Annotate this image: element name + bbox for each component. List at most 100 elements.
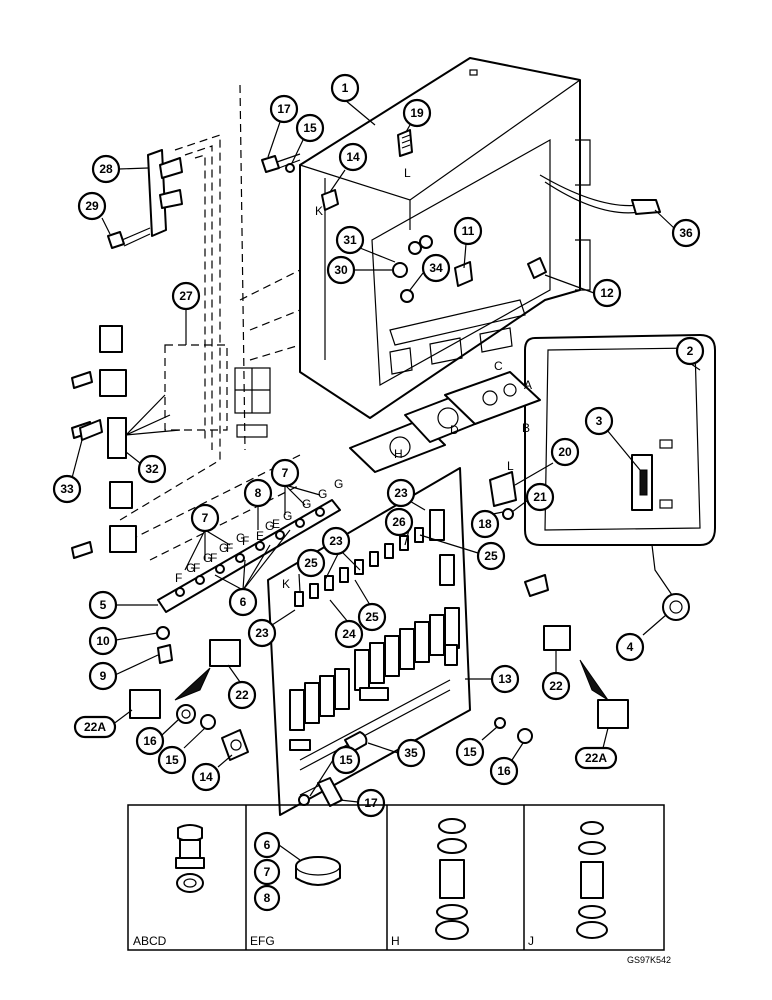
callout-17-bottom: 17 bbox=[339, 788, 386, 818]
svg-text:D: D bbox=[450, 423, 459, 437]
svg-text:K: K bbox=[315, 204, 323, 218]
callout-14-bottom: 14 bbox=[191, 754, 233, 792]
callout-18: 18 bbox=[470, 509, 504, 539]
screw-9 bbox=[156, 626, 173, 664]
svg-text:16: 16 bbox=[497, 764, 511, 778]
svg-text:1: 1 bbox=[342, 81, 349, 95]
callout-28: 28 bbox=[91, 154, 149, 184]
callout-11: 11 bbox=[453, 216, 483, 269]
callout-16-left: 16 bbox=[135, 719, 179, 756]
callout-27: 27 bbox=[171, 281, 201, 345]
svg-text:12: 12 bbox=[600, 286, 614, 300]
relay-base-27 bbox=[125, 344, 271, 438]
svg-text:11: 11 bbox=[462, 224, 475, 238]
callout-4: 4 bbox=[615, 614, 667, 662]
callout-7-left: 7 bbox=[184, 503, 231, 571]
callout-22-left: 22 bbox=[227, 664, 257, 710]
relay-22-left bbox=[209, 639, 241, 667]
svg-text:15: 15 bbox=[339, 753, 353, 767]
callout-8: 8 bbox=[243, 478, 273, 530]
svg-text:E: E bbox=[256, 529, 264, 543]
clip-near-door bbox=[524, 574, 549, 597]
svg-text:A: A bbox=[524, 378, 532, 392]
callout-30: 30 bbox=[326, 255, 392, 285]
svg-text:18: 18 bbox=[478, 517, 492, 531]
svg-text:G: G bbox=[186, 561, 195, 575]
bolt-33 bbox=[79, 419, 103, 441]
bottom-left-fasteners bbox=[176, 704, 249, 761]
callout-33: 33 bbox=[52, 439, 83, 504]
relay-22-right bbox=[543, 625, 571, 651]
callout-9: 9 bbox=[88, 654, 159, 691]
svg-text:22A: 22A bbox=[585, 751, 607, 765]
svg-text:23: 23 bbox=[255, 626, 269, 640]
svg-text:13: 13 bbox=[498, 672, 512, 686]
svg-text:14: 14 bbox=[199, 770, 213, 784]
svg-text:G: G bbox=[302, 497, 311, 511]
svg-text:7: 7 bbox=[282, 466, 289, 480]
svg-text:6: 6 bbox=[240, 595, 247, 609]
callout-13: 13 bbox=[465, 664, 520, 694]
svg-text:33: 33 bbox=[60, 482, 74, 496]
svg-text:16: 16 bbox=[143, 734, 157, 748]
bottom-right-fasteners bbox=[494, 717, 533, 744]
callout-5: 5 bbox=[88, 590, 158, 620]
callout-15-top: 15 bbox=[291, 113, 325, 164]
svg-text:25: 25 bbox=[484, 549, 498, 563]
svg-text:23: 23 bbox=[329, 534, 343, 548]
reference-code: GS97K542 bbox=[627, 955, 671, 965]
svg-text:F: F bbox=[193, 561, 200, 575]
svg-text:L: L bbox=[404, 166, 411, 180]
svg-text:E: E bbox=[272, 517, 280, 531]
callout-25-lower: 25 bbox=[354, 579, 387, 632]
panel-label-h: H bbox=[391, 934, 400, 948]
svg-text:14: 14 bbox=[346, 150, 360, 164]
svg-text:7: 7 bbox=[264, 865, 271, 879]
callout-23-bottom: 23 bbox=[247, 609, 296, 648]
callout-31: 31 bbox=[335, 225, 396, 263]
callout-10: 10 bbox=[88, 626, 158, 656]
callout-6: 6 bbox=[214, 529, 291, 617]
svg-text:34: 34 bbox=[429, 261, 443, 275]
svg-text:8: 8 bbox=[264, 891, 271, 905]
callout-1: 1 bbox=[330, 73, 376, 126]
svg-text:K: K bbox=[282, 577, 290, 591]
housing-fasteners bbox=[321, 189, 547, 303]
svg-text:B: B bbox=[522, 421, 530, 435]
callout-2: 2 bbox=[675, 336, 705, 371]
svg-text:17: 17 bbox=[364, 796, 378, 810]
panel-label-abcd: ABCD bbox=[133, 934, 167, 948]
callout-14-top: 14 bbox=[329, 142, 368, 193]
callout-25-right: 25 bbox=[419, 534, 506, 571]
callout-15-bottom-left: 15 bbox=[157, 727, 206, 775]
fuse-row bbox=[294, 527, 424, 607]
callout-17-top: 17 bbox=[267, 94, 299, 158]
detail-panel-efg: 6 7 8 EFG bbox=[250, 831, 341, 948]
bolt-29 bbox=[107, 227, 151, 249]
svg-text:F: F bbox=[175, 571, 182, 585]
access-door bbox=[524, 334, 716, 596]
svg-text:15: 15 bbox=[165, 753, 179, 767]
callout-34: 34 bbox=[409, 253, 451, 291]
callout-22A-right: 22A bbox=[574, 727, 618, 770]
detail-panel-j: J bbox=[528, 821, 608, 948]
svg-text:9: 9 bbox=[100, 669, 107, 683]
svg-text:32: 32 bbox=[145, 462, 159, 476]
callout-24: 24 bbox=[329, 599, 364, 649]
callout-35: 35 bbox=[367, 738, 426, 768]
svg-text:3: 3 bbox=[596, 414, 603, 428]
callout-16-right: 16 bbox=[489, 742, 524, 786]
svg-text:35: 35 bbox=[404, 746, 418, 760]
callout-32: 32 bbox=[125, 451, 167, 484]
svg-text:25: 25 bbox=[365, 610, 379, 624]
relay-22A-right bbox=[579, 659, 629, 729]
terminal-strip-5 bbox=[157, 499, 341, 613]
callout-19: 19 bbox=[402, 98, 432, 133]
svg-text:2: 2 bbox=[687, 344, 694, 358]
svg-text:24: 24 bbox=[342, 627, 356, 641]
svg-text:31: 31 bbox=[343, 233, 357, 247]
svg-text:G: G bbox=[283, 509, 292, 523]
svg-text:27: 27 bbox=[179, 289, 193, 303]
svg-text:G: G bbox=[265, 519, 274, 533]
